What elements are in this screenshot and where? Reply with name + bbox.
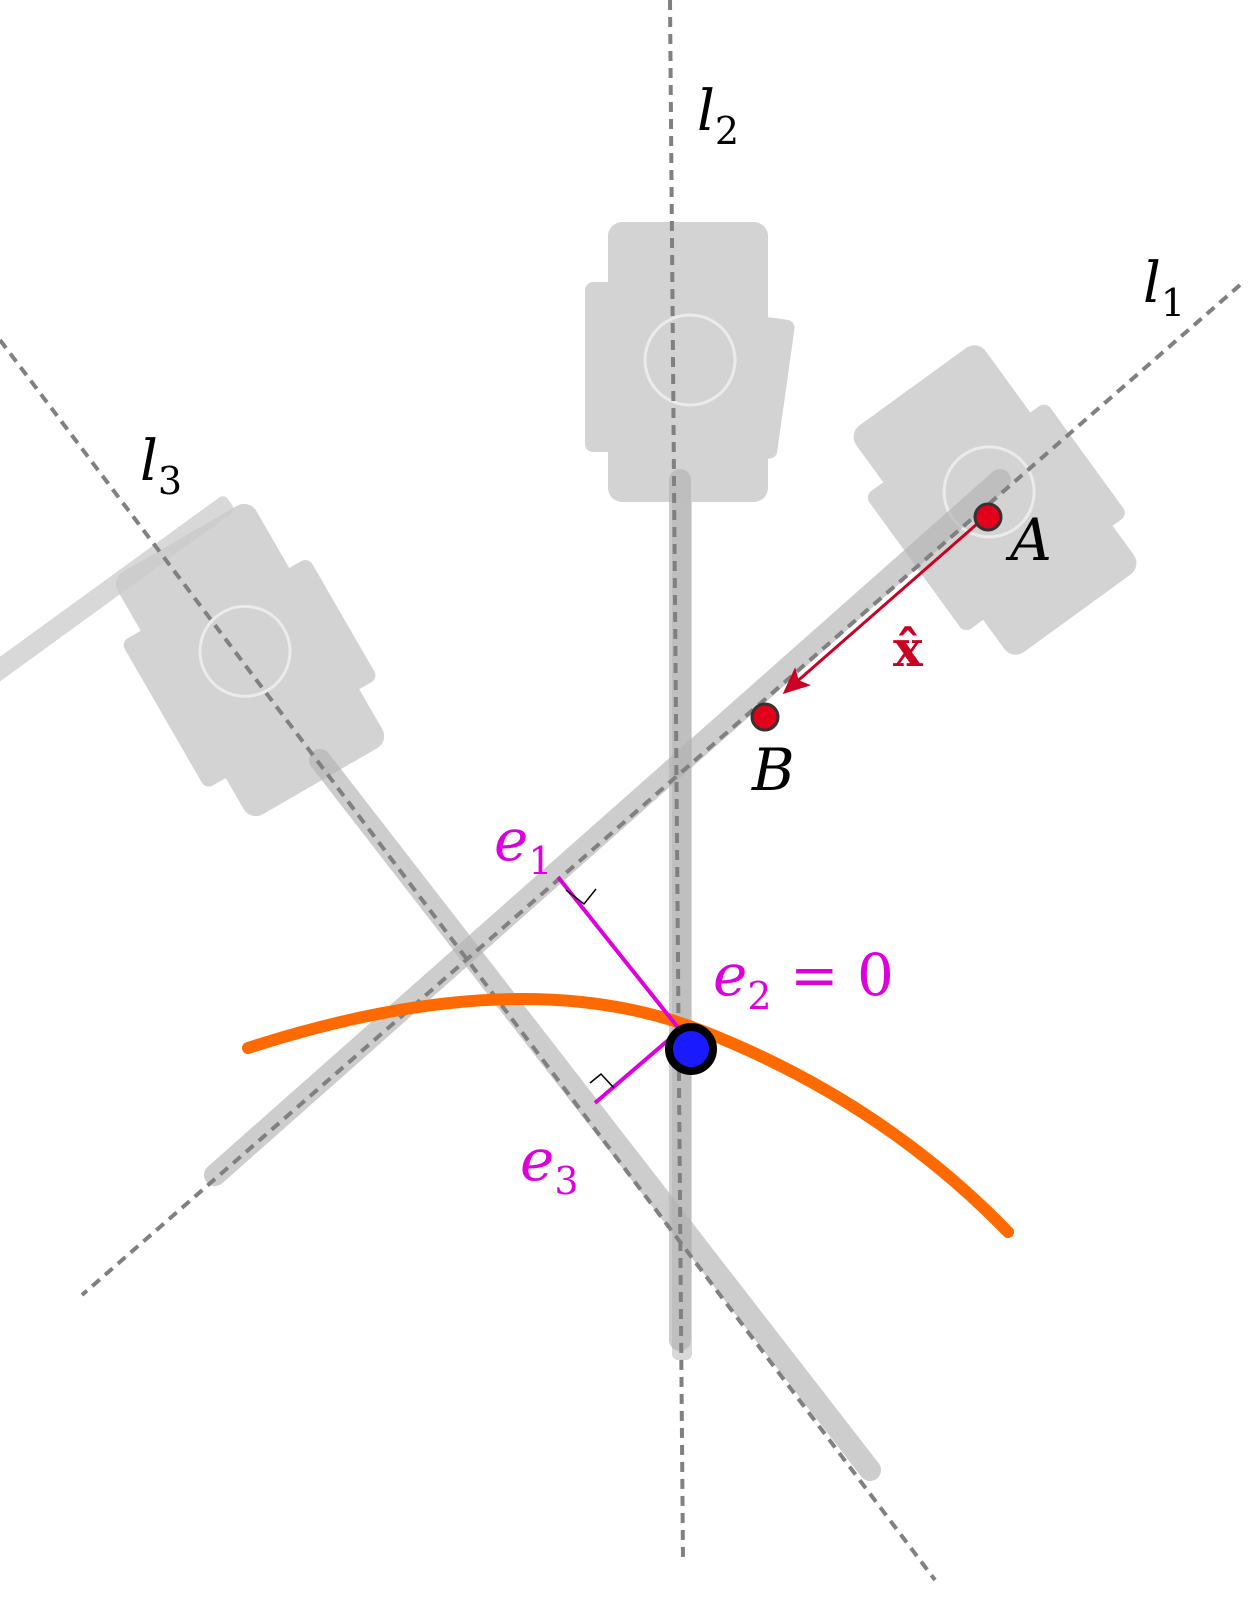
point-b bbox=[750, 702, 780, 732]
label-e3: e3 bbox=[520, 1126, 579, 1203]
line-l1 bbox=[80, 283, 1242, 1297]
target-point bbox=[665, 1023, 717, 1075]
error-segment-e3 bbox=[593, 1028, 682, 1105]
label-l3: l3 bbox=[140, 429, 182, 503]
label-l2: l2 bbox=[697, 79, 739, 153]
x-hat-vector bbox=[782, 515, 986, 694]
right-angle-marker-e3 bbox=[589, 1072, 615, 1089]
point-a bbox=[973, 502, 1003, 532]
label-point-a: A bbox=[1005, 506, 1052, 574]
right-angle-marker-e1 bbox=[565, 888, 597, 906]
line-l2 bbox=[668, 0, 685, 1561]
arm-l3 bbox=[309, 749, 881, 1481]
arm-l1 bbox=[204, 469, 1011, 1186]
label-e2: e2 = 0 bbox=[713, 941, 894, 1018]
label-x-hat: x̂ bbox=[893, 619, 924, 678]
robot-l3-body bbox=[115, 503, 385, 817]
label-point-b: B bbox=[751, 736, 795, 804]
robot-l1-arm bbox=[0, 496, 234, 1037]
robot-l3 bbox=[115, 503, 385, 817]
label-e1: e1 bbox=[494, 806, 553, 883]
label-l1: l1 bbox=[1143, 251, 1185, 325]
robot-l2-body bbox=[585, 222, 795, 502]
error-segment-e1 bbox=[556, 875, 682, 1032]
line-l3 bbox=[0, 338, 937, 1582]
